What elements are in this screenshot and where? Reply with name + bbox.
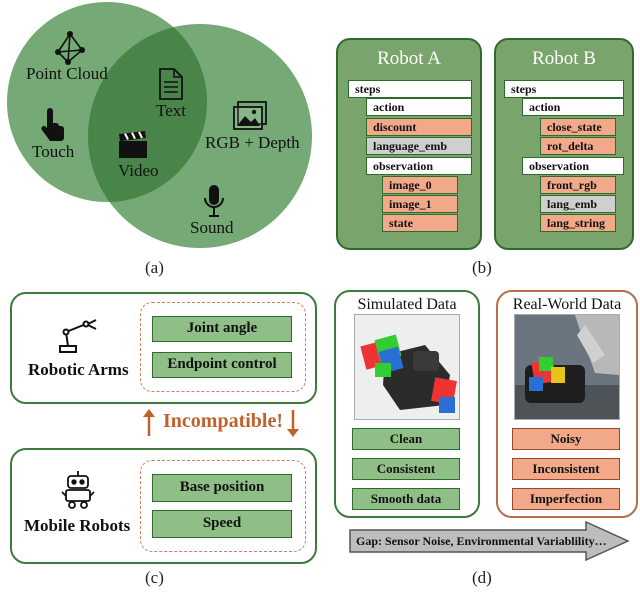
microphone-icon bbox=[204, 185, 224, 217]
caption-c: (c) bbox=[145, 568, 164, 587]
network-icon bbox=[55, 31, 85, 65]
robot-b-node: lang_emb bbox=[540, 195, 616, 213]
mobile-robots-panel: Base position Speed Mobile Robots bbox=[10, 448, 317, 564]
robot-b-node: action bbox=[522, 98, 624, 116]
venn-diagram bbox=[7, 2, 312, 248]
gap-arrow bbox=[349, 520, 630, 562]
robot-b-node: steps bbox=[504, 80, 624, 98]
robot-b-node: rot_delta bbox=[540, 137, 616, 155]
robotic-arms-label: Robotic Arms bbox=[28, 360, 129, 379]
mobile-robot-icon bbox=[61, 471, 95, 509]
clapperboard-icon bbox=[119, 131, 147, 158]
venn-circle-right bbox=[88, 24, 312, 248]
simulated-data-title: Simulated Data bbox=[357, 296, 457, 313]
label-video: Video bbox=[118, 161, 159, 180]
mobile-controls-group bbox=[140, 460, 306, 552]
label-sound: Sound bbox=[190, 218, 234, 237]
sim-tag: Consistent bbox=[352, 458, 460, 480]
robot-a-node: action bbox=[366, 98, 472, 116]
robot-a-node: discount bbox=[366, 118, 472, 136]
robot-a-node: image_1 bbox=[382, 195, 458, 213]
robot-b-node: front_rgb bbox=[540, 176, 616, 194]
caption-d: (d) bbox=[472, 568, 492, 587]
real-world-data-title: Real-World Data bbox=[512, 296, 622, 313]
label-touch: Touch bbox=[32, 142, 75, 161]
robot-a-card: Robot A steps action discount language_e… bbox=[336, 38, 482, 250]
robot-a-node: language_emb bbox=[366, 137, 472, 155]
robot-a-node: state bbox=[382, 214, 458, 232]
label-point-cloud: Point Cloud bbox=[26, 64, 108, 83]
real-tag: Imperfection bbox=[512, 488, 620, 510]
simulated-scene-image bbox=[354, 314, 460, 420]
robot-b-node: lang_string bbox=[540, 214, 616, 232]
caption-a: (a) bbox=[145, 258, 164, 277]
arm-controls-group bbox=[140, 302, 306, 392]
label-text: Text bbox=[156, 101, 186, 120]
gap-arrow-label: Gap: Sensor Noise, Environmental Variabl… bbox=[356, 534, 607, 548]
sim-tag: Smooth data bbox=[352, 488, 460, 510]
hand-pointer-icon bbox=[41, 108, 64, 141]
robot-b-node: observation bbox=[522, 157, 624, 175]
robot-a-title: Robot A bbox=[377, 48, 441, 69]
control-endpoint: Endpoint control bbox=[152, 352, 292, 378]
up-arrow-icon bbox=[143, 409, 155, 436]
image-icon bbox=[233, 101, 267, 130]
real-tag: Noisy bbox=[512, 428, 620, 450]
venn-overlap bbox=[88, 24, 207, 202]
robot-a-node: steps bbox=[348, 80, 472, 98]
robot-a-node: observation bbox=[366, 157, 472, 175]
down-arrow-icon bbox=[287, 410, 299, 437]
control-joint-angle: Joint angle bbox=[152, 316, 292, 342]
robotic-arms-panel: Joint angle Endpoint control Robotic Arm… bbox=[10, 292, 317, 404]
incompatible-label: Incompatible! bbox=[163, 410, 283, 432]
control-base-position: Base position bbox=[152, 474, 292, 502]
caption-b: (b) bbox=[472, 258, 492, 277]
mobile-robots-label: Mobile Robots bbox=[24, 516, 131, 535]
robot-b-card: Robot B steps action close_state rot_del… bbox=[494, 38, 634, 250]
control-speed: Speed bbox=[152, 510, 292, 538]
document-icon bbox=[159, 68, 183, 100]
label-rgb-depth: RGB + Depth bbox=[205, 133, 300, 152]
robot-b-node: close_state bbox=[540, 118, 616, 136]
robot-arm-icon bbox=[59, 319, 97, 353]
real-world-scene-image bbox=[514, 314, 620, 420]
robot-b-title: Robot B bbox=[532, 48, 596, 69]
sim-tag: Clean bbox=[352, 428, 460, 450]
real-tag: Inconsistent bbox=[512, 458, 620, 480]
robot-a-node: image_0 bbox=[382, 176, 458, 194]
